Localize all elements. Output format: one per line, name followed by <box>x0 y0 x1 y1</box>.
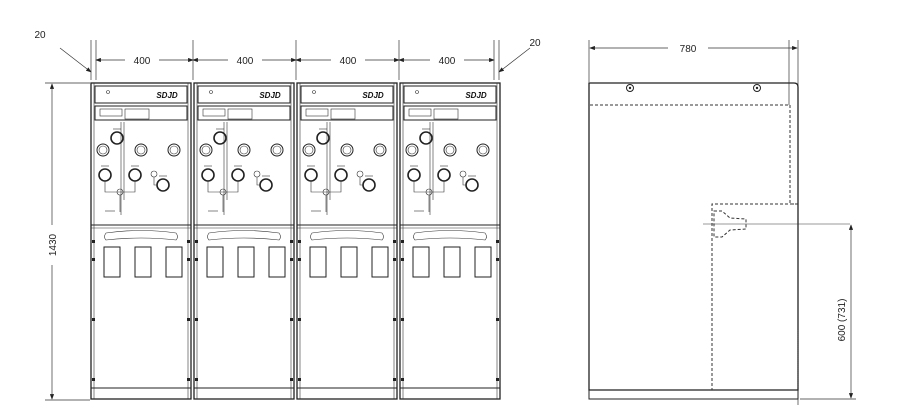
operating-socket-icon <box>302 143 316 157</box>
operating-socket-icon <box>270 143 284 157</box>
side-base <box>588 389 799 400</box>
dim-right-gap: 20 <box>529 38 541 49</box>
inspection-window <box>103 246 121 278</box>
switch-indicator-icon <box>201 168 215 182</box>
logo: SDJD <box>156 91 178 100</box>
operating-socket-icon <box>167 143 181 157</box>
inspection-window <box>309 246 327 278</box>
side-enclosure <box>588 82 799 391</box>
switch-indicator-icon <box>437 168 451 182</box>
inspection-window <box>165 246 183 278</box>
door-handle <box>207 230 281 241</box>
switch-indicator-icon <box>407 168 421 182</box>
inspection-window <box>268 246 286 278</box>
inspection-window <box>443 246 461 278</box>
switchgear-cabinet-1: SDJD <box>90 82 192 400</box>
inspection-window <box>206 246 224 278</box>
operating-socket-icon <box>443 143 457 157</box>
lifting-eye-icon <box>753 84 761 92</box>
dim-panel-width-3: 400 <box>340 56 357 67</box>
switch-indicator-icon <box>128 168 142 182</box>
dim-height: 1430 <box>48 233 59 256</box>
switch-indicator-icon <box>110 131 124 145</box>
switch-indicator-icon <box>259 178 273 192</box>
inspection-window <box>371 246 389 278</box>
switchgear-cabinet-4: SDJD <box>399 82 501 400</box>
switch-indicator-icon <box>362 178 376 192</box>
operating-socket-icon <box>340 143 354 157</box>
door-handle <box>413 230 487 241</box>
switchgear-cabinet-3: SDJD <box>296 82 398 400</box>
switch-indicator-icon <box>334 168 348 182</box>
door-handle <box>104 230 178 241</box>
dim-panel-width-1: 400 <box>134 56 151 67</box>
logo: SDJD <box>362 91 384 100</box>
switch-indicator-icon <box>316 131 330 145</box>
front-dimensions: 400 400 400 400 20 20 1430 <box>34 30 541 401</box>
inspection-window <box>134 246 152 278</box>
switch-indicator-icon <box>98 168 112 182</box>
switch-indicator-icon <box>465 178 479 192</box>
switchgear-cabinet-2: SDJD <box>193 82 295 400</box>
switch-indicator-icon <box>419 131 433 145</box>
operating-socket-icon <box>134 143 148 157</box>
operating-socket-icon <box>96 143 110 157</box>
operating-socket-icon <box>476 143 490 157</box>
logo: SDJD <box>259 91 281 100</box>
operating-socket-icon <box>405 143 419 157</box>
switch-indicator-icon <box>304 168 318 182</box>
inspection-window <box>412 246 430 278</box>
door-handle <box>310 230 384 241</box>
switch-indicator-icon <box>213 131 227 145</box>
cable-bushing-icon <box>703 210 850 238</box>
inspection-window <box>237 246 255 278</box>
dim-depth: 780 <box>680 44 697 55</box>
operating-socket-icon <box>237 143 251 157</box>
dim-bushing-height: 600 (731) <box>837 299 848 342</box>
dim-left-gap: 20 <box>34 30 46 41</box>
operating-socket-icon <box>373 143 387 157</box>
operating-socket-icon <box>199 143 213 157</box>
switch-indicator-icon <box>156 178 170 192</box>
inspection-window <box>474 246 492 278</box>
switch-indicator-icon <box>231 168 245 182</box>
lifting-eye-icon <box>626 84 634 92</box>
inspection-window <box>340 246 358 278</box>
dim-panel-width-4: 400 <box>439 56 456 67</box>
logo: SDJD <box>465 91 487 100</box>
front-view-cabinets: SDJD SDJD SDJD SDJD <box>90 82 501 400</box>
dim-panel-width-2: 400 <box>237 56 254 67</box>
side-view: 780 600 (731) <box>588 40 856 405</box>
